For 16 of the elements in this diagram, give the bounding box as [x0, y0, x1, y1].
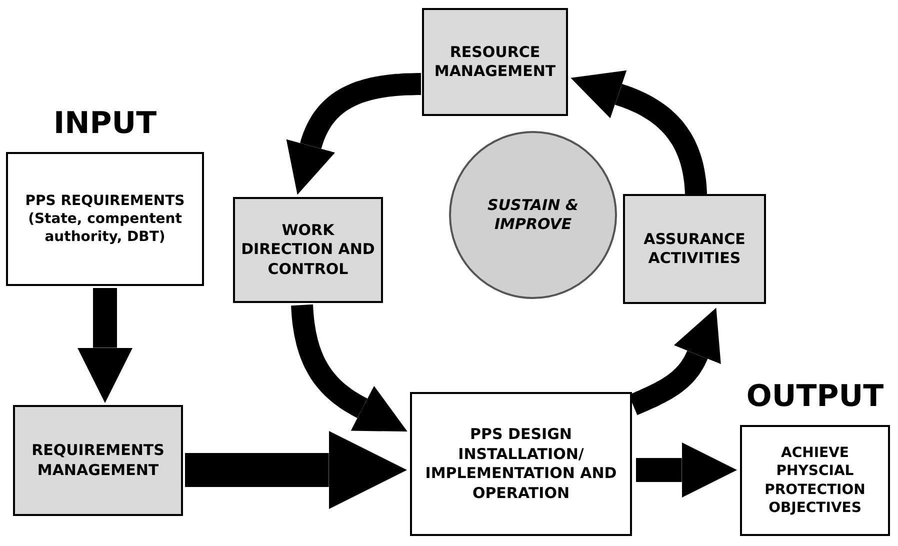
box-label: WORK DIRECTION AND CONTROL	[240, 220, 376, 280]
box-label: RESOURCE MANAGEMENT	[433, 42, 557, 82]
process-box	[13, 405, 183, 516]
section-heading: INPUT	[52, 106, 158, 141]
process-box	[623, 194, 766, 304]
box-label: (State, compentent authority, DBT)	[27, 210, 183, 246]
box-label: PPS REQUIREMENTS	[24, 192, 186, 210]
box-label: PPS DESIGN INSTALLATION/ IMPLEMENTATION AND OPERATION	[424, 425, 618, 503]
section-heading: OUTPUT	[745, 379, 885, 414]
box-label: ASSURANCE ACTIVITIES	[642, 230, 746, 268]
box-label: ACHIEVE PHYSCIAL PROTECTION OBJECTIVES	[764, 444, 866, 517]
process-box	[233, 197, 383, 303]
center-label: SUSTAIN & IMPROVE	[486, 196, 580, 234]
box-label: REQUIREMENTS MANAGEMENT	[30, 441, 166, 480]
process-box	[410, 392, 632, 536]
process-box	[422, 8, 568, 116]
